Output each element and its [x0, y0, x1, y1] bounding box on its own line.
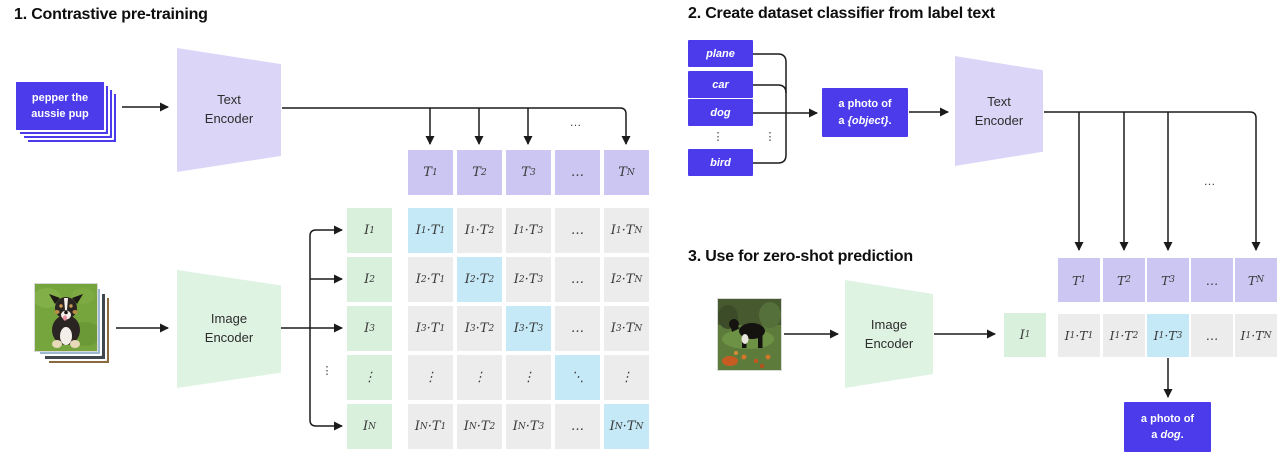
text-input-box: pepper the aussie pup	[14, 80, 106, 132]
ellipsis-top: …	[569, 115, 583, 129]
similarity-cell-1-4: …	[555, 208, 600, 253]
vdots-trunk: ⋮	[321, 365, 333, 377]
section3-title: 3. Use for zero-shot prediction	[688, 248, 913, 265]
text-input-line1: pepper the	[31, 91, 89, 104]
ellipsis-right: …	[1203, 174, 1217, 188]
text-encoder-line2: Encoder	[204, 110, 254, 126]
text-encoder-line1: Text	[217, 92, 241, 107]
prediction-line1: a photo of	[1140, 412, 1195, 425]
image-embedding-4: ⋮	[347, 355, 392, 400]
image-encoder2-line1: Image	[870, 317, 908, 332]
section1-title: 1. Contrastive pre-training	[14, 6, 208, 23]
text-input-line2: aussie pup	[31, 108, 89, 120]
prediction-line2: a dog.	[1151, 429, 1184, 441]
prompt-template-box: a photo of a {object}.	[822, 88, 908, 137]
dog-photo	[717, 298, 782, 371]
similarity-cell-4-1: ⋮	[408, 355, 453, 400]
text-embedding-4: …	[555, 150, 600, 195]
similarity-cell-2-4: …	[555, 257, 600, 302]
dog-illustration	[718, 299, 781, 370]
zs-score-4: …	[1191, 314, 1233, 357]
zs-text-embedding-4: …	[1191, 258, 1233, 302]
image-encoder2-label: Image Encoder	[845, 316, 933, 354]
class-label-plane: plane	[688, 40, 753, 67]
prompt-object: {object}	[847, 114, 889, 127]
class-label-dog: dog	[688, 99, 753, 126]
text-input-stack: pepper the aussie pup	[14, 80, 120, 146]
image-encoder2-shape	[845, 280, 933, 388]
similarity-cell-4-4: ⋱	[555, 355, 600, 400]
section2-title: 2. Create dataset classifier from label …	[688, 5, 995, 22]
similarity-cell-4-5: ⋮	[604, 355, 649, 400]
class-label-bird: bird	[688, 149, 753, 176]
prompt-line2: a {object}.	[838, 114, 892, 127]
class-label-car: car	[688, 71, 753, 98]
vdots-labels: ⋮	[712, 131, 724, 143]
text-encoder-label: Text Encoder	[177, 91, 281, 129]
image-encoder-line1: Image	[210, 311, 248, 326]
text-encoder2-line2: Encoder	[974, 112, 1024, 128]
image-encoder-line2: Encoder	[204, 329, 254, 345]
vdots-bracket: ⋮	[764, 131, 776, 143]
text-encoder2-shape	[955, 56, 1043, 166]
image-encoder2-line2: Encoder	[864, 335, 914, 351]
prediction-object: dog	[1160, 429, 1181, 441]
text-encoder2-label: Text Encoder	[955, 93, 1043, 131]
puppy-photo	[33, 283, 101, 352]
similarity-cell-4-2: ⋮	[457, 355, 502, 400]
prediction-box: a photo of a dog.	[1124, 402, 1211, 452]
image-encoder-label: Image Encoder	[177, 310, 281, 348]
prompt-line1: a photo of	[838, 98, 892, 110]
puppy-photo-stack	[33, 283, 112, 366]
similarity-cell-3-4: …	[555, 306, 600, 351]
image-encoder-shape	[177, 270, 281, 388]
text-encoder-shape	[177, 48, 281, 172]
similarity-cell-5-4: …	[555, 404, 600, 449]
text-encoder2-line1: Text	[987, 94, 1011, 109]
puppy-illustration	[33, 284, 101, 351]
similarity-cell-4-3: ⋮	[506, 355, 551, 400]
